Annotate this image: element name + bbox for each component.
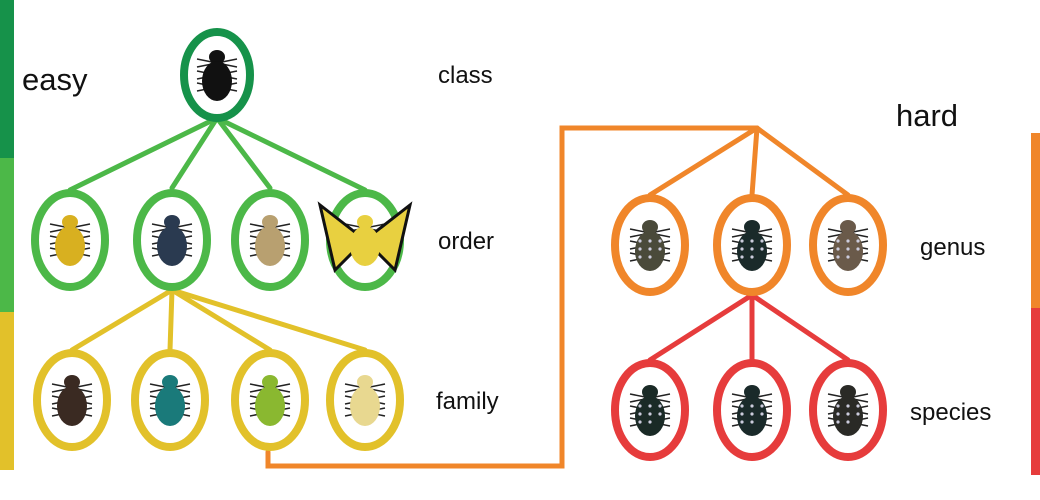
genus-edges [647,125,851,198]
class-label: class [438,62,493,89]
node-fly [231,189,309,291]
node-weevil [131,349,209,451]
node-dung-beetle [133,189,211,291]
flower-chafer-b-icon [731,220,773,271]
fly-icon [249,215,291,266]
node-spotted-chafer-c [809,359,887,461]
node-butterfly [317,189,413,291]
order-label: order [438,228,495,255]
node-longhorn-beetle [326,349,404,451]
species-label: species [910,399,992,426]
easy-label: easy [22,62,88,97]
node-flower-chafer-a [611,194,689,296]
difficulty-bar-species [1031,308,1040,475]
butterfly-icon [317,201,413,273]
spotted-chafer-b-icon [731,385,773,436]
node-spotted-chafer-a [611,359,689,461]
flower-chafer-a-icon [629,220,671,271]
family-to-genus-connector [265,125,760,469]
difficulty-bar-family [0,312,14,470]
class-to-order-edges [67,115,368,193]
node-flower-chafer-c [809,194,887,296]
difficulty-bar-order [0,158,14,312]
dung-beetle-icon [151,215,193,266]
wasp-icon [49,215,91,266]
node-flower-chafer-b [713,194,791,296]
green-chafer-icon [249,375,291,426]
order-to-family-edges [69,287,368,353]
node-ant [180,28,254,122]
node-spotted-chafer-b [713,359,791,461]
ant-icon [196,50,238,101]
spotted-chafer-c-icon [827,385,869,436]
family-label: family [436,388,499,415]
difficulty-bar-genus [1031,133,1040,308]
stag-beetle-icon [51,375,93,426]
node-stag-beetle [33,349,111,451]
genus-to-species-edges [647,292,851,363]
flower-chafer-c-icon [827,220,869,271]
genus-label: genus [920,234,986,261]
difficulty-bar-class [0,0,14,158]
node-green-chafer [231,349,309,451]
node-wasp [31,189,109,291]
spotted-chafer-a-icon [629,385,671,436]
hard-label: hard [896,98,959,133]
weevil-icon [149,375,191,426]
longhorn-beetle-icon [344,375,386,426]
